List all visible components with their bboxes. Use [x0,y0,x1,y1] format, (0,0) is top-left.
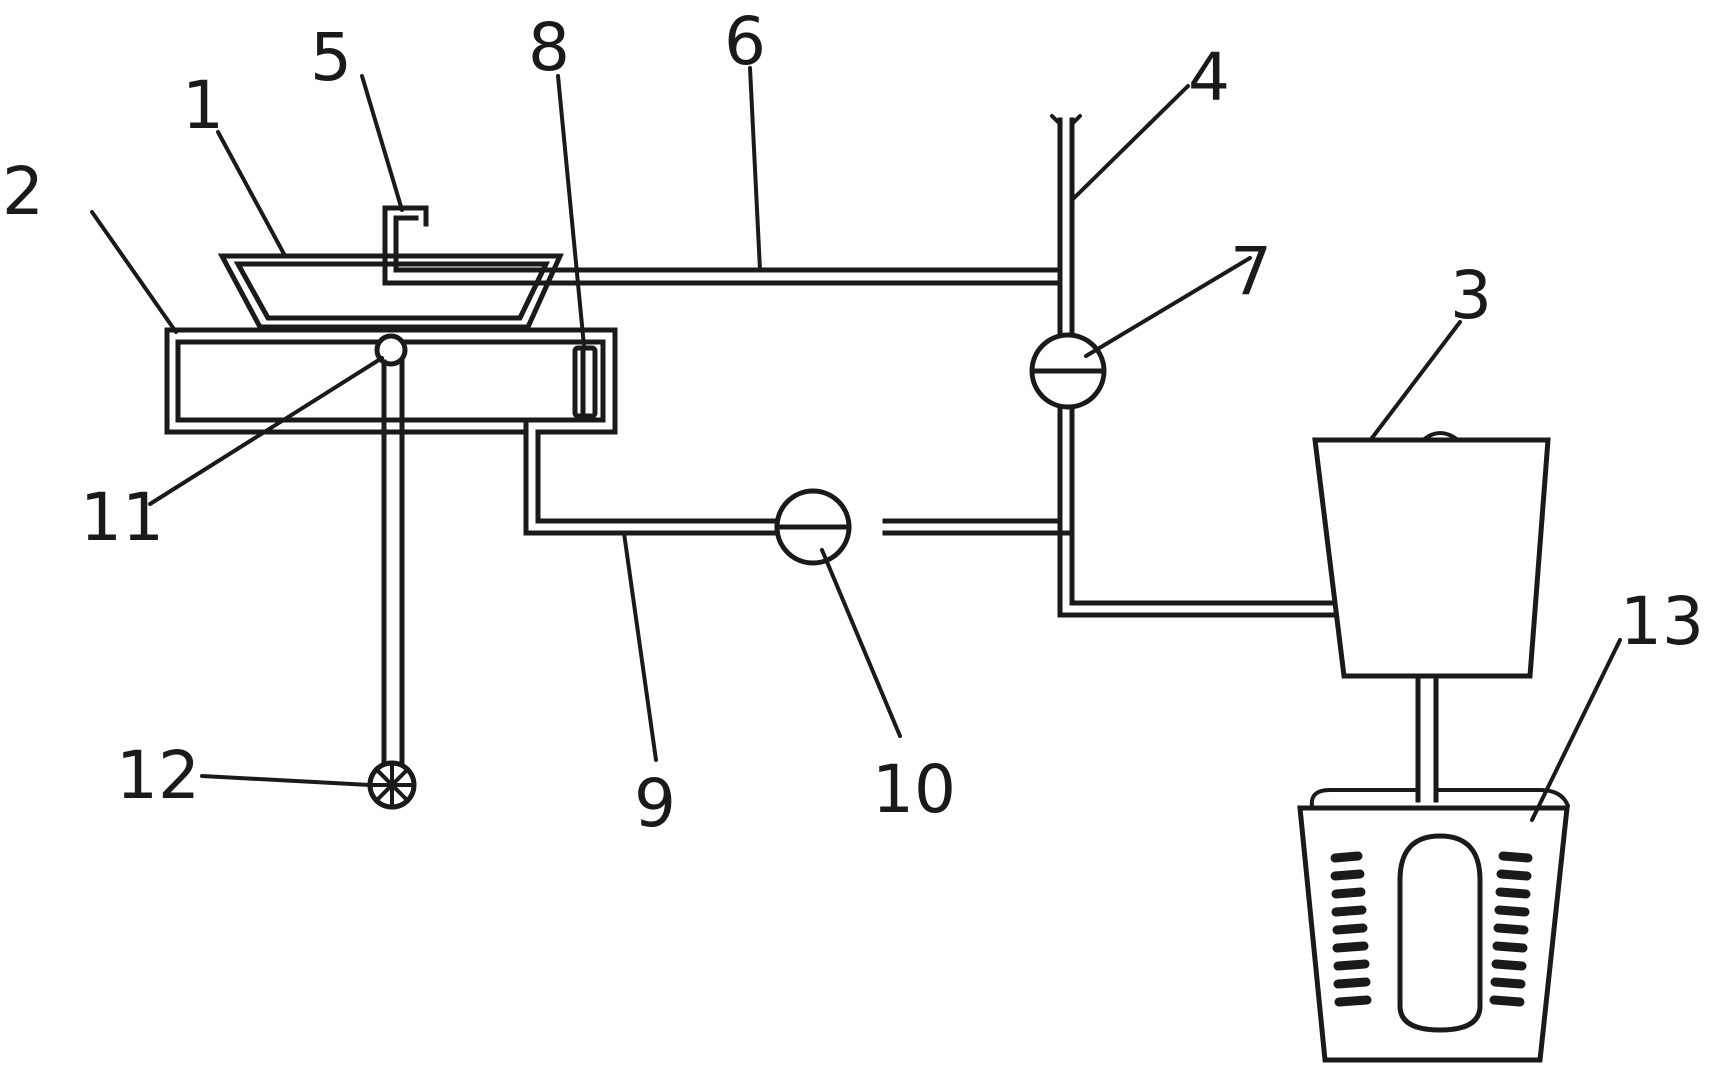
left-grip-ribs [1330,851,1372,1007]
label-13: 13 [1620,583,1704,660]
level-sensor [572,345,598,419]
inlet-valve [1029,332,1107,410]
part-labels: 1 2 3 4 5 6 7 8 9 10 11 12 13 [2,3,1704,842]
faucet [382,205,429,286]
pipe-to-flush-tank [1057,404,1336,618]
return-pipe [882,518,1075,536]
flush-tank [1312,431,1551,803]
label-1: 1 [182,67,224,144]
label-2: 2 [2,153,44,230]
label-4: 4 [1188,39,1230,116]
label-5: 5 [310,19,352,96]
leader-lines [90,66,1622,822]
return-pump [774,488,852,566]
water-inlet-pipe [1050,114,1082,343]
label-10: 10 [872,751,956,828]
label-8: 8 [528,9,570,86]
squat-toilet [1297,788,1570,1063]
label-11: 11 [80,479,164,556]
floor-drain [367,760,417,810]
label-7: 7 [1230,233,1272,310]
drain-pipe [374,333,408,771]
label-3: 3 [1450,257,1492,334]
wash-basin [217,253,564,330]
label-6: 6 [724,3,766,80]
label-12: 12 [116,737,200,814]
right-grip-ribs [1489,851,1533,1007]
supply-pipe-to-faucet [382,267,1063,286]
grey-water-tank [164,327,828,536]
label-9: 9 [634,765,676,842]
